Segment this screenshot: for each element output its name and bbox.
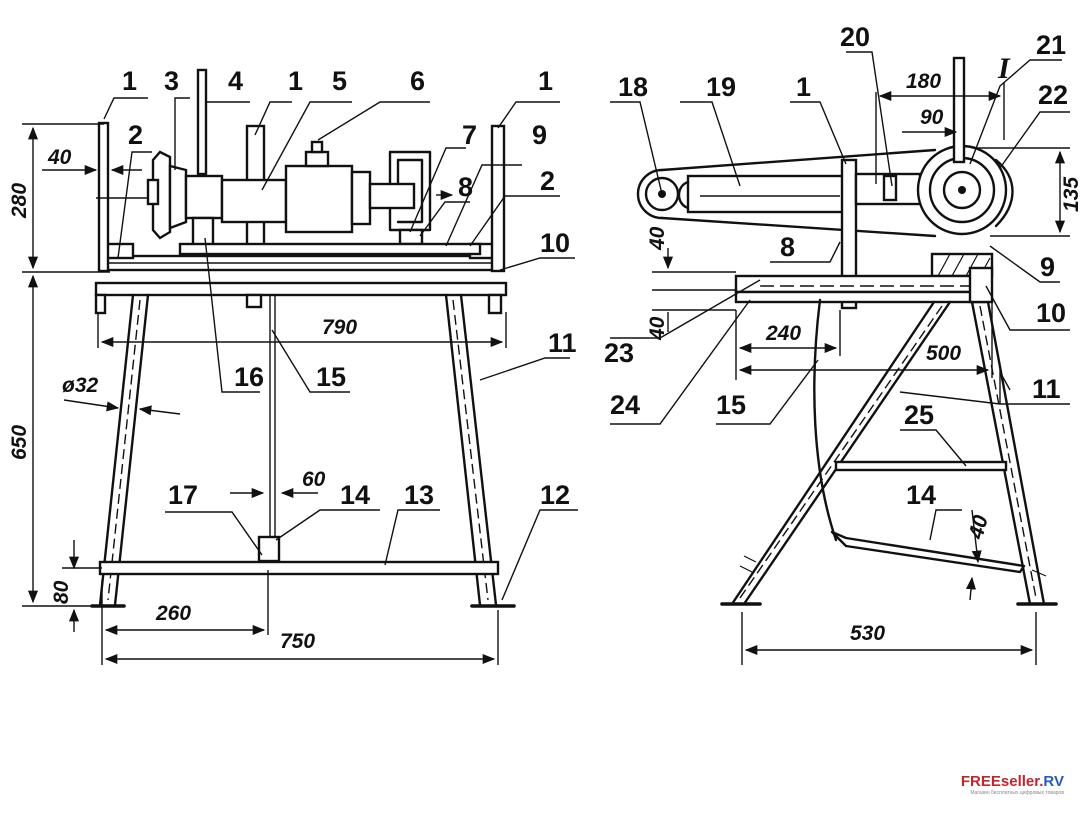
side-legs	[720, 298, 1058, 606]
part-label: 9	[1040, 252, 1055, 282]
watermark-tagline: Магазин бесплатных цифровых товаров	[970, 790, 1064, 796]
front-dimension-values: 40 280 790 650 ø32 60 80 260 750	[8, 146, 357, 653]
lathe-assembly	[96, 68, 482, 256]
dimension-value: 180	[906, 70, 941, 93]
dimension-value: 80	[50, 580, 73, 604]
part-label: 10	[540, 228, 570, 258]
side-leaders	[610, 51, 1070, 541]
dimension-value: 60	[302, 468, 326, 491]
dimension-value: ø32	[62, 374, 99, 397]
dimension-value: 135	[1060, 177, 1083, 212]
part-label: 7	[462, 120, 477, 150]
detail-label: I	[997, 52, 1011, 85]
part-label: 1	[796, 72, 811, 102]
part-label: 5	[332, 66, 347, 96]
part-label: 23	[604, 338, 634, 368]
side-part-labels: 18 19 1 20 21 22 8 9 10 23 24 15 11 25 1…	[604, 22, 1068, 510]
part-label: 16	[234, 362, 264, 392]
part-label: 15	[316, 362, 346, 392]
part-label: 1	[122, 66, 137, 96]
dimension-value: 530	[850, 622, 885, 645]
dimension-value: 40	[964, 512, 993, 542]
part-label: 19	[706, 72, 736, 102]
part-label: 6	[410, 66, 425, 96]
motor-and-belt	[636, 56, 1014, 310]
front-leaders	[103, 97, 578, 601]
dimension-value: 40	[646, 226, 669, 251]
part-label: 4	[228, 66, 243, 96]
part-label: 20	[840, 22, 870, 52]
dimension-value: 790	[322, 316, 357, 339]
part-label: 25	[904, 400, 934, 430]
part-label: 12	[540, 480, 570, 510]
part-label: 10	[1036, 298, 1066, 328]
part-label: 15	[716, 390, 746, 420]
front-view: 1 3 4 1 5 6 1 2 7 9 8 2 10 11 16 15 17 1…	[8, 66, 578, 665]
side-table	[734, 266, 994, 304]
part-label: 17	[168, 480, 198, 510]
part-label: 14	[340, 480, 370, 510]
dimension-value: 40	[47, 146, 72, 169]
dimension-value: 260	[155, 602, 191, 625]
part-label: 3	[164, 66, 179, 96]
dimension-value: 240	[765, 322, 801, 345]
watermark: FREEseller.RV Магазин бесплатных цифровы…	[961, 773, 1064, 796]
dimension-value: 500	[926, 342, 961, 365]
part-label: 2	[128, 120, 143, 150]
dimension-value: 90	[920, 106, 944, 129]
part-label: 9	[532, 120, 547, 150]
part-label: 14	[906, 480, 936, 510]
part-label: 1	[538, 66, 553, 96]
part-label: 21	[1036, 30, 1066, 60]
part-label: 1	[288, 66, 303, 96]
dimension-value: 650	[8, 425, 31, 460]
side-dimensions	[652, 82, 1070, 665]
dimension-value: 40	[646, 316, 669, 341]
part-label: 8	[458, 172, 473, 202]
side-view: 18 19 1 20 21 22 8 9 10 23 24 15 11 25 1…	[604, 22, 1083, 665]
dimension-value: 750	[280, 630, 315, 653]
part-label: 11	[1032, 374, 1061, 404]
part-label: 8	[780, 232, 795, 262]
front-part-labels: 1 3 4 1 5 6 1 2 7 9 8 2 10 11 16 15 17 1…	[122, 66, 577, 510]
dimension-value: 280	[8, 183, 31, 219]
part-label: 13	[404, 480, 434, 510]
watermark-brand: FREEseller.RV	[960, 773, 1064, 790]
part-label: 22	[1038, 80, 1068, 110]
part-label: 11	[548, 328, 577, 358]
part-label: 18	[618, 72, 648, 102]
part-label: 24	[610, 390, 640, 420]
front-dimensions	[22, 123, 507, 665]
part-label: 2	[540, 166, 555, 196]
